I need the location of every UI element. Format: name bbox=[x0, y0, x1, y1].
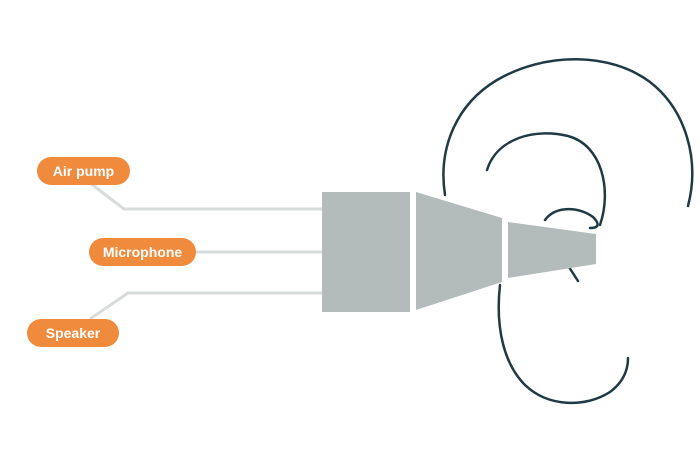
air-pump-label: Air pump bbox=[37, 157, 130, 185]
speaker-connector bbox=[89, 291, 322, 321]
probe-tip bbox=[508, 222, 596, 278]
connector-lines bbox=[89, 181, 322, 321]
ear-concha bbox=[543, 207, 599, 230]
microphone-label: Microphone bbox=[89, 238, 196, 266]
probe-middle-taper bbox=[416, 192, 502, 310]
probe-base-block bbox=[322, 192, 410, 312]
ear-outer-helix bbox=[442, 58, 694, 208]
speaker-label: Speaker bbox=[27, 319, 119, 347]
ear-inner-antihelix bbox=[485, 132, 607, 227]
air-pump-connector bbox=[89, 181, 322, 211]
ear-probe-icon bbox=[322, 192, 596, 312]
ear-outline-icon bbox=[442, 58, 694, 405]
ear-lobe bbox=[497, 283, 630, 405]
